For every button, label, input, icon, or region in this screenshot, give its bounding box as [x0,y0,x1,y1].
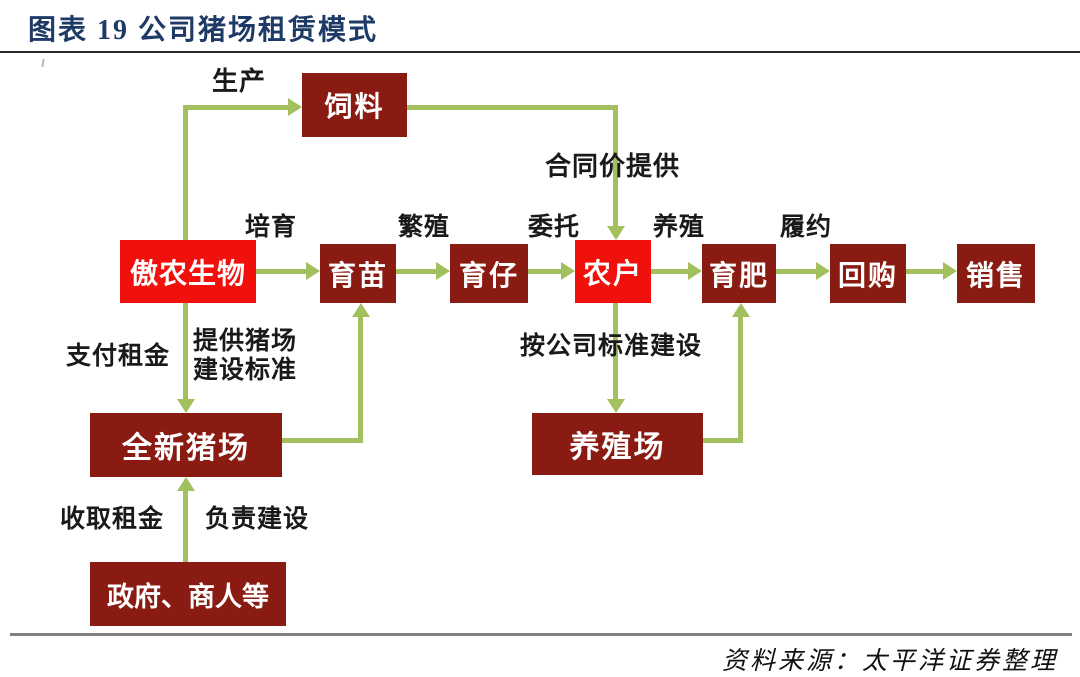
node-xiaoshou-label: 销售 [965,259,1026,291]
edge-huigou-xiaoshou-line [906,269,943,274]
edge-label-shouqu-zujin: 收取租金 [60,505,165,533]
node-yuzai: 育仔 [450,244,528,303]
bottom-divider [10,633,1072,636]
edge-label-peiyu: 培育 [245,213,298,241]
node-quanxin-label: 全新猪场 [122,432,250,465]
edge-zhengfu-quanxin-vline [183,491,188,562]
edge-label-zhifu-zujin: 支付租金 [66,342,171,370]
edge-yufei-huigou-line [776,269,816,274]
node-yumiao: 育苗 [320,244,396,303]
node-yangzhichang: 养殖场 [532,413,703,475]
edge-label-tigong-biaozhun: 提供猪场 建设标准 [193,327,298,384]
edge-yumiao-yuzai-line [396,269,436,274]
arrowhead-into-yufei-icon [688,262,702,280]
edge-feed-nonghu-vline [613,105,618,226]
arrowhead-into-yumiao-bottom-icon [352,303,370,317]
arrowhead-into-quanxin-top-icon [177,399,195,413]
edge-quanxin-yumiao-vline [358,317,363,443]
arrowhead-into-yumiao-icon [306,262,320,280]
node-aonong-label: 傲农生物 [129,257,246,289]
edge-feed-nonghu-hline [407,105,618,110]
edge-nonghu-yufei-line [651,269,688,274]
node-yufei: 育肥 [702,244,776,303]
node-yangzhichang-label: 养殖场 [569,431,666,464]
node-huigou: 回购 [830,244,906,303]
edge-label-weituo: 委托 [528,213,581,241]
node-yuzai-label: 育仔 [458,259,519,291]
arrowhead-into-xiaoshou-icon [943,262,957,280]
node-zhengfu: 政府、商人等 [90,562,286,626]
title-divider [0,51,1080,53]
node-quanxin: 全新猪场 [90,413,282,477]
node-feed-label: 饲料 [324,91,385,122]
edge-aonong-feed-vline [183,105,188,240]
edge-label-shengchan: 生产 [212,66,267,96]
node-aonong: 傲农生物 [120,240,256,303]
edge-label-lvyue: 履约 [780,213,833,241]
edge-label-yangzhi: 养殖 [653,213,706,241]
arrowhead-into-yuzai-icon [436,262,450,280]
arrowhead-into-feed-icon [288,98,302,116]
edge-nonghu-yangzhichang-vline [613,303,618,399]
arrowhead-into-yangzhichang-top-icon [607,399,625,413]
edge-label-fanzhi: 繁殖 [398,213,451,241]
source-note: 资料来源：太平洋证券整理 [721,648,1058,675]
node-yufei-label: 育肥 [708,259,769,291]
edge-quanxin-yumiao-hline [282,438,363,443]
edge-label-fuze-jianshe: 负责建设 [205,505,310,533]
node-yumiao-label: 育苗 [327,259,388,291]
edge-yangzhichang-yufei-vline [738,317,743,443]
edge-label-hetongjia: 合同价提供 [545,151,681,181]
arrowhead-into-yufei-bottom-icon [732,303,750,317]
node-nonghu: 农户 [575,240,651,303]
edge-label-an-biaozhun: 按公司标准建设 [520,332,703,360]
edge-yangzhichang-yufei-hline [703,438,743,443]
artifact-mark [41,58,45,68]
figure-title: 图表 19 公司猪场租赁模式 [28,15,379,46]
edge-aonong-yumiao-line [256,269,306,274]
edge-aonong-quanxin-vline [183,303,188,399]
node-huigou-label: 回购 [837,259,898,291]
arrowhead-into-quanxin-bottom-icon [177,477,195,491]
edge-aonong-feed-hline [183,105,288,110]
node-xiaoshou: 销售 [957,244,1035,303]
arrowhead-into-nonghu-icon [561,262,575,280]
arrowhead-into-huigou-icon [816,262,830,280]
arrowhead-into-nonghu-top-icon [607,226,625,240]
node-feed: 饲料 [302,73,407,137]
node-zhengfu-label: 政府、商人等 [107,581,269,612]
node-nonghu-label: 农户 [582,257,643,289]
edge-yuzai-nonghu-line [528,269,561,274]
